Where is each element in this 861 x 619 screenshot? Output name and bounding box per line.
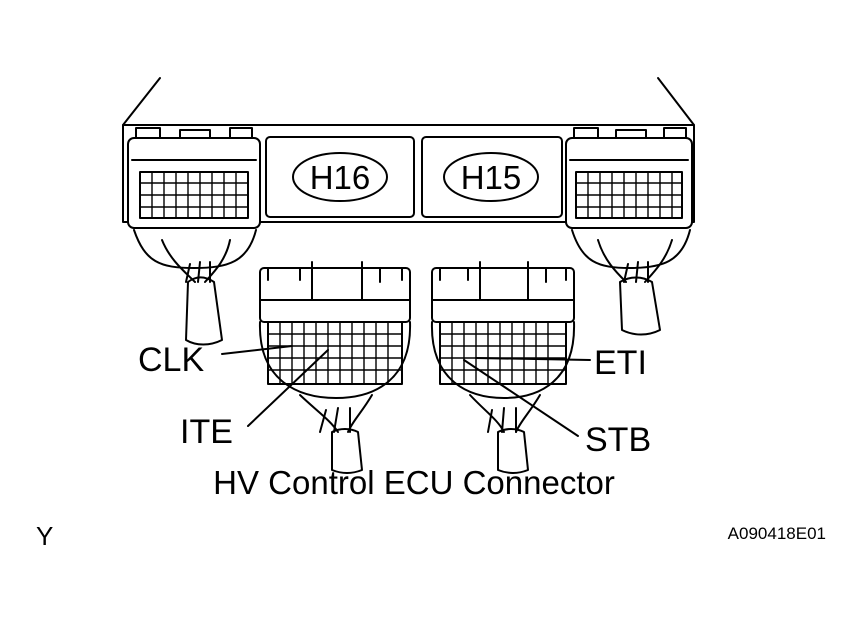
h16-plate: H16 [265,136,415,218]
h15-harness-connector [430,261,576,474]
stb-leader-line [463,359,579,437]
right-pin-grid [575,171,683,219]
clk-label: CLK [138,341,204,379]
corner-letter: Y [36,521,53,551]
left-pin-grid [139,171,249,219]
ite-leader-line [247,349,329,427]
eti-leader-line [475,357,591,361]
h16-pin-grid [267,321,403,385]
clk-leader-line [221,345,293,355]
diagram-caption: HV Control ECU Connector [213,464,615,501]
h16-harness-connector [258,261,412,474]
h15-pin-grid [439,321,567,385]
stb-label: STB [585,421,651,459]
ecu-right-connector [565,127,693,336]
h15-label: H15 [461,159,522,196]
figure-code: A090418E01 [728,524,826,543]
h15-plate: H15 [421,136,563,218]
h16-label: H16 [310,159,371,196]
ecu-left-connector [127,127,261,346]
ite-label: ITE [180,413,233,451]
eti-label: ETI [594,344,647,382]
